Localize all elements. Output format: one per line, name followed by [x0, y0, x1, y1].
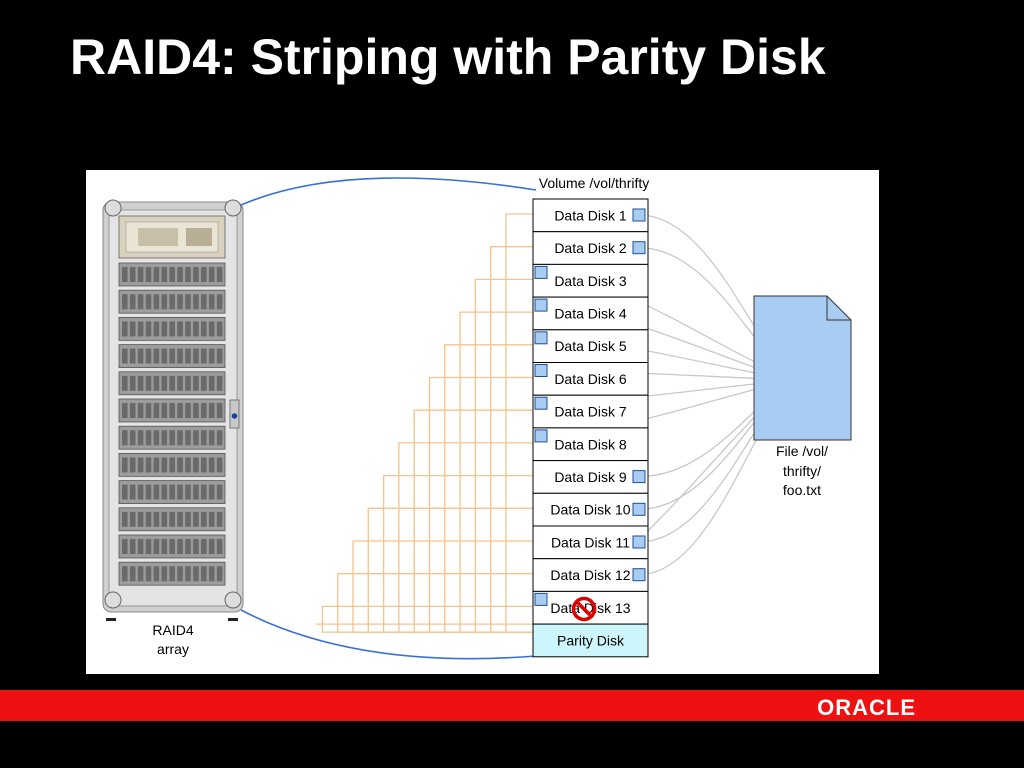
data-disk-10	[532, 492, 649, 527]
data-disk-label: Data Disk 8	[554, 436, 627, 452]
disk-shelf	[118, 425, 226, 450]
stripe-line	[367, 507, 533, 633]
data-disk-label: Data Disk 11	[551, 534, 630, 550]
data-disk-label: Data Disk 4	[554, 305, 627, 321]
parity-disk-label: Parity Disk	[557, 632, 625, 648]
data-disk-label: Data Disk 2	[554, 240, 627, 256]
data-block	[632, 208, 646, 222]
prohibited-icon	[571, 596, 597, 622]
data-disk-label: Data Disk 1	[554, 207, 627, 223]
stripe-line	[337, 573, 533, 633]
data-block	[632, 502, 646, 516]
data-block	[534, 396, 548, 410]
data-disk-8	[532, 427, 649, 462]
parity-disk	[532, 623, 649, 658]
file-document-icon	[753, 295, 852, 441]
data-block	[534, 331, 548, 345]
disk-shelf	[118, 480, 226, 505]
disk-shelf	[118, 398, 226, 423]
file-label-line2: thrifty/	[783, 463, 821, 479]
disk-shelf	[118, 534, 226, 559]
disk-shelves	[118, 262, 226, 586]
disk-shelf	[118, 561, 226, 586]
stripe-line	[321, 605, 533, 633]
footer-bar: ORACLE	[0, 690, 1024, 721]
stripe-line	[444, 344, 533, 633]
data-disk-label: Data Disk 3	[554, 273, 627, 289]
data-disk-label: Data Disk 7	[554, 404, 627, 420]
array-volume-connector-bottom	[240, 609, 537, 660]
data-disk-12	[532, 558, 649, 592]
raid-array-label-line1: RAID4	[152, 622, 193, 638]
stripe-line	[398, 442, 533, 633]
slide-title: RAID4: Striping with Parity Disk	[70, 29, 826, 85]
stripe-line	[382, 474, 533, 633]
oracle-logo: ORACLE	[817, 695, 916, 720]
data-block	[534, 429, 548, 443]
stripe-line	[505, 213, 533, 633]
data-disk-6	[532, 362, 649, 396]
data-disk-label: Data Disk 6	[554, 371, 627, 387]
data-block	[632, 535, 646, 549]
diagram-panel: RAID4 array Volume /vol/thrifty Data Dis…	[86, 170, 879, 674]
disk-shelf	[118, 262, 226, 287]
array-volume-connector-top	[240, 177, 537, 206]
data-block	[632, 470, 646, 484]
disk-stack: Data Disk 1 Data Disk 2 Data Disk 3 Data Di…	[532, 198, 649, 658]
data-block	[632, 568, 646, 582]
stripe-lines	[316, 213, 533, 633]
data-block	[632, 241, 646, 255]
data-disk-7	[532, 394, 649, 429]
volume-label: Volume /vol/thrifty	[539, 175, 650, 191]
file-label-line1: File /vol/	[776, 443, 828, 459]
raid4-diagram: RAID4 array Volume /vol/thrifty Data Dis…	[102, 175, 852, 660]
data-disk-label: Data Disk 10	[550, 502, 630, 518]
data-block	[534, 364, 548, 377]
disk-shelf	[118, 289, 226, 314]
stripe-line	[459, 311, 533, 633]
data-disk-4	[532, 296, 649, 331]
disk-shelf	[118, 316, 226, 341]
data-block	[534, 265, 548, 279]
data-disk-label: Data Disk 12	[550, 567, 630, 583]
data-blocks	[534, 208, 646, 606]
data-disk-label: Data Disk 5	[554, 338, 627, 354]
disk-shelf	[118, 507, 226, 532]
file-label-line3: foo.txt	[783, 482, 821, 498]
data-disk-label: Data Disk 13	[550, 600, 630, 616]
disk-shelf	[118, 371, 226, 396]
data-block	[534, 298, 548, 312]
disk-shelf	[118, 452, 226, 477]
disk-shelf	[118, 344, 226, 369]
data-block	[534, 592, 548, 606]
raid-array-cabinet	[102, 199, 244, 621]
stripe-line	[474, 278, 533, 633]
data-disk-label: Data Disk 9	[554, 469, 627, 485]
raid-array-label-line2: array	[157, 641, 189, 657]
